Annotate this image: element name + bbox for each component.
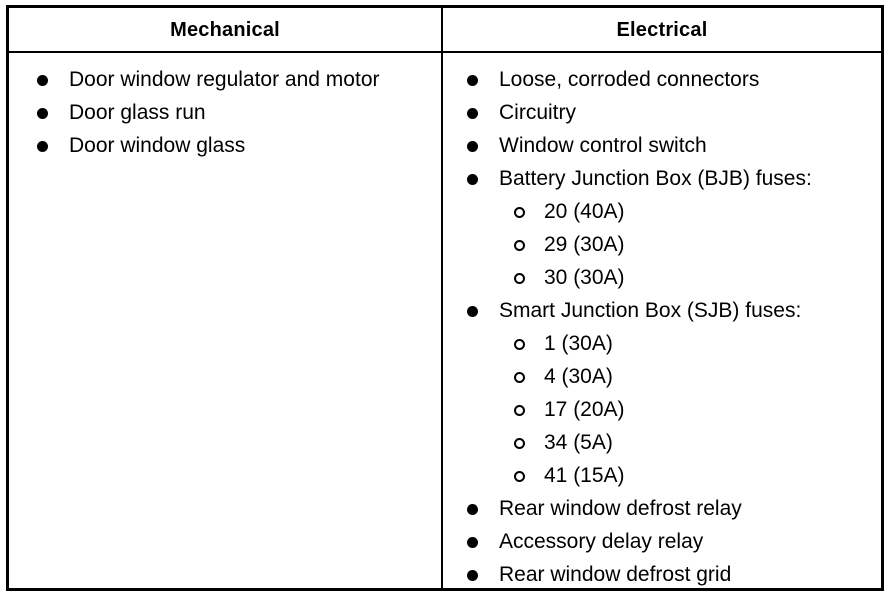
bullet-icon	[37, 129, 51, 162]
electrical-cell: Loose, corroded connectors Circuitry Win…	[443, 53, 881, 588]
electrical-list: Loose, corroded connectors Circuitry Win…	[443, 63, 881, 195]
mechanical-list: Door window regulator and motor Door gla…	[9, 63, 441, 162]
sublist-item: 17 (20A)	[443, 393, 881, 426]
list-item: Accessory delay relay	[443, 525, 881, 558]
sublist-item: 30 (30A)	[443, 261, 881, 294]
sublist-item-label: 4 (30A)	[544, 365, 613, 388]
sublist-item-label: 1 (30A)	[544, 332, 613, 355]
hollow-bullet-icon	[514, 360, 526, 393]
list-item: Rear window defrost relay	[443, 492, 881, 525]
list-item-label: Door window glass	[69, 134, 246, 157]
sublist-item: 20 (40A)	[443, 195, 881, 228]
bullet-icon	[467, 129, 481, 162]
list-item-label: Smart Junction Box (SJB) fuses:	[499, 299, 802, 322]
list-item-label: Rear window defrost relay	[499, 497, 742, 520]
list-item: Door window glass	[9, 129, 441, 162]
list-item-label: Door glass run	[69, 101, 206, 124]
electrical-list-tail: Rear window defrost relay Accessory dela…	[443, 492, 881, 591]
sublist-item-label: 17 (20A)	[544, 398, 625, 421]
sublist-item-label: 29 (30A)	[544, 233, 625, 256]
bullet-icon	[467, 525, 481, 558]
sublist-item-label: 34 (5A)	[544, 431, 613, 454]
bullet-icon	[467, 162, 481, 195]
sublist-item: 29 (30A)	[443, 228, 881, 261]
bjb-fuse-sublist: 20 (40A) 29 (30A) 30 (30A)	[443, 195, 881, 294]
sublist-item: 1 (30A)	[443, 327, 881, 360]
sublist-item-label: 30 (30A)	[544, 266, 625, 289]
list-item: Door window regulator and motor	[9, 63, 441, 96]
column-header-electrical: Electrical	[616, 18, 708, 41]
list-item-label: Battery Junction Box (BJB) fuses:	[499, 167, 812, 190]
sublist-item: 34 (5A)	[443, 426, 881, 459]
hollow-bullet-icon	[514, 195, 526, 228]
list-item: Loose, corroded connectors	[443, 63, 881, 96]
list-item-label: Loose, corroded connectors	[499, 68, 760, 91]
list-item-label: Rear window defrost grid	[499, 563, 732, 586]
hollow-bullet-icon	[514, 228, 526, 261]
sjb-fuse-sublist: 1 (30A) 4 (30A) 17 (20A) 34 (5A)	[443, 327, 881, 492]
table-body-row: Door window regulator and motor Door gla…	[9, 53, 881, 588]
table-header-row: Mechanical Electrical	[9, 8, 881, 53]
list-item: Door glass run	[9, 96, 441, 129]
list-item-label: Accessory delay relay	[499, 530, 704, 553]
hollow-bullet-icon	[514, 426, 526, 459]
bullet-icon	[467, 294, 481, 327]
bullet-icon	[467, 558, 481, 591]
sublist-item-label: 41 (15A)	[544, 464, 625, 487]
bullet-icon	[37, 63, 51, 96]
list-item: Circuitry	[443, 96, 881, 129]
list-item: Window control switch	[443, 129, 881, 162]
bullet-icon	[467, 492, 481, 525]
list-item-bjb-fuses: Battery Junction Box (BJB) fuses:	[443, 162, 881, 195]
column-header-mechanical: Mechanical	[9, 8, 443, 51]
list-item-sjb-fuses: Smart Junction Box (SJB) fuses:	[443, 294, 881, 327]
mechanical-cell: Door window regulator and motor Door gla…	[9, 53, 443, 588]
hollow-bullet-icon	[514, 459, 526, 492]
electrical-list-continued: Smart Junction Box (SJB) fuses:	[443, 294, 881, 327]
bullet-icon	[467, 63, 481, 96]
hollow-bullet-icon	[514, 393, 526, 426]
bullet-icon	[37, 96, 51, 129]
sublist-item-label: 20 (40A)	[544, 200, 625, 223]
list-item-label: Window control switch	[499, 134, 707, 157]
list-item-label: Circuitry	[499, 101, 576, 124]
hollow-bullet-icon	[514, 327, 526, 360]
list-item: Rear window defrost grid	[443, 558, 881, 591]
sublist-item: 41 (15A)	[443, 459, 881, 492]
sublist-item: 4 (30A)	[443, 360, 881, 393]
diagnostic-causes-table: Mechanical Electrical Door window regula…	[6, 5, 884, 591]
list-item-label: Door window regulator and motor	[69, 68, 380, 91]
bullet-icon	[467, 96, 481, 129]
hollow-bullet-icon	[514, 261, 526, 294]
